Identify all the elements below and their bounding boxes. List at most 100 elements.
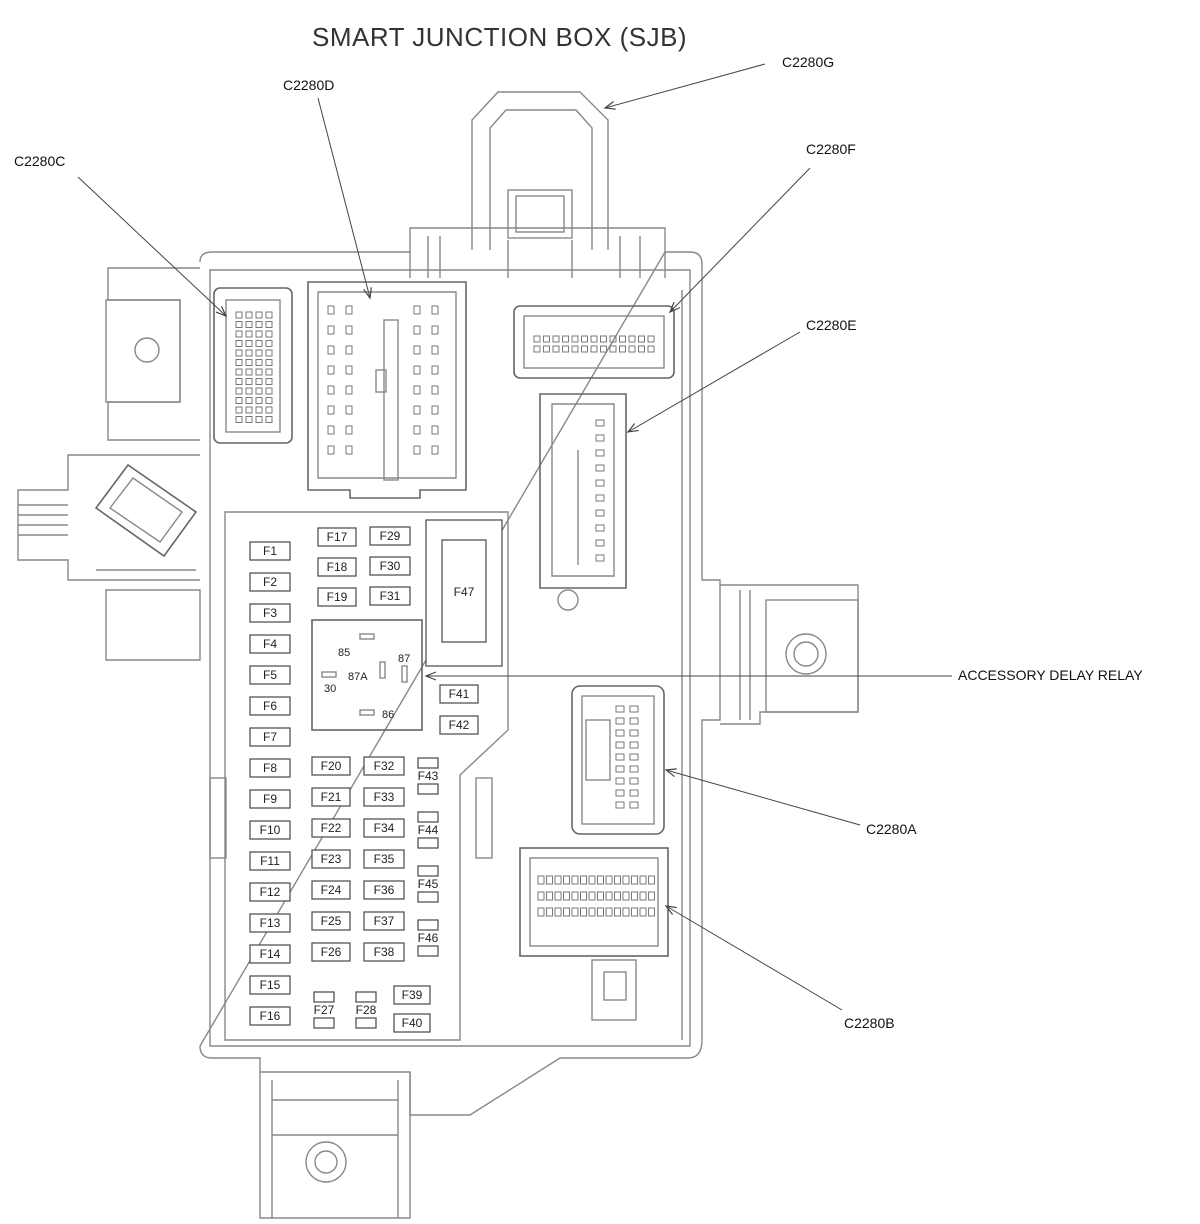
connector-pin [552, 335, 560, 343]
fuse-label: F24 [321, 883, 342, 897]
callout-c2280d: C2280D [283, 77, 335, 93]
fuse-label: F22 [321, 821, 342, 835]
fuse-label: F23 [321, 852, 342, 866]
fuse-label: F42 [449, 718, 470, 732]
fuse-label: F8 [263, 761, 277, 775]
connector-pin [255, 330, 263, 338]
connector-pin [581, 345, 588, 353]
connector-pin [571, 907, 579, 917]
connector-pin [629, 753, 639, 761]
connector-pin [638, 345, 645, 353]
connector-pin [595, 539, 605, 547]
connector-pin [327, 405, 335, 415]
fuse-label: F15 [260, 978, 281, 992]
connector-pin [431, 325, 439, 335]
fuse-f26: F26 [311, 942, 351, 962]
fuse-label: F9 [263, 792, 277, 806]
fuse-f13: F13 [249, 913, 291, 933]
connector-pin [431, 385, 439, 395]
connector-pin [245, 359, 253, 366]
fuse-label: F40 [402, 1016, 423, 1030]
fuse-label: F32 [374, 759, 395, 773]
connector-pin [245, 368, 253, 376]
connector-pin [546, 875, 553, 885]
connector-pin [265, 397, 273, 404]
bottom-mounting-tab [259, 1072, 411, 1219]
fuse-f25: F25 [311, 911, 351, 931]
connector-pin [327, 325, 335, 335]
connector-pin [581, 335, 588, 343]
fuse-f45: F45 [417, 865, 439, 903]
connector-pin [533, 335, 541, 343]
connector-pin [648, 875, 655, 885]
connector-pin [245, 321, 253, 328]
connector-pin [235, 349, 243, 357]
connector-pin [235, 416, 243, 423]
fuse-f20: F20 [311, 756, 351, 776]
fuse-label: F1 [263, 544, 277, 558]
connector-pin [533, 345, 541, 353]
relay-pin-87a: 87A [348, 671, 368, 683]
fuse-f12: F12 [249, 882, 291, 902]
fuse-label: F10 [260, 823, 281, 837]
connector-pin [345, 345, 353, 355]
connector-c2280b [519, 847, 669, 1021]
connector-pin [431, 425, 439, 435]
connector-pin [580, 875, 587, 885]
connector-pin [255, 349, 263, 357]
connector-pin [413, 385, 421, 395]
fuse-f47: F47 [425, 519, 503, 667]
connector-pin [629, 741, 639, 749]
leader-c2280c [77, 176, 228, 318]
leader-c2280a [664, 768, 861, 826]
connector-pin [255, 359, 263, 366]
connector-pin [595, 419, 605, 427]
callout-accessory-delay-relay: ACCESSORY DELAY RELAY [958, 667, 1143, 683]
connector-pin [597, 891, 604, 901]
connector-pin [563, 891, 570, 901]
connector-pin [235, 397, 243, 404]
fuse-label: F26 [321, 945, 342, 959]
connector-pin [631, 891, 638, 901]
connector-pin [562, 335, 569, 343]
relay-pin-30: 30 [324, 683, 336, 695]
fuse-f3: F3 [249, 603, 291, 623]
connector-pin [629, 717, 639, 725]
fuse-f34: F34 [363, 818, 405, 838]
relay-pin-86: 86 [382, 709, 394, 721]
connector-pin [571, 335, 579, 343]
diagram-title: SMART JUNCTION BOX (SJB) [312, 22, 688, 52]
fuse-f1: F1 [249, 541, 291, 561]
connector-pin [588, 891, 596, 901]
fuse-label: F5 [263, 668, 277, 682]
connector-pin [255, 378, 263, 385]
connector-pin [255, 387, 263, 395]
connector-pin [552, 345, 560, 353]
fuse-f11: F11 [249, 851, 291, 871]
connector-pin [245, 311, 253, 319]
fuse-f32: F32 [363, 756, 405, 776]
fuse-f36: F36 [363, 880, 405, 900]
connector-pin [562, 345, 569, 353]
connector-pin [327, 345, 335, 355]
connector-pin [413, 365, 421, 375]
connector-pin [345, 425, 353, 435]
fuse-label: F44 [418, 823, 439, 837]
connector-pin [639, 907, 647, 917]
leader-c2280b [664, 905, 843, 1011]
fuse-f43: F43 [417, 757, 439, 795]
connector-pin [235, 330, 243, 338]
connector-pin [605, 907, 613, 917]
connector-pin [595, 494, 605, 502]
fuse-label: F12 [260, 885, 281, 899]
connector-pin [631, 907, 638, 917]
connector-pin [595, 524, 605, 532]
leader-c2280g [603, 63, 766, 110]
connector-pin [571, 891, 579, 901]
fuse-f24: F24 [311, 880, 351, 900]
connector-pin [413, 325, 421, 335]
left-clip [209, 777, 227, 859]
connector-pin [265, 330, 273, 338]
connector-pin [327, 385, 335, 395]
fuse-label: F18 [327, 560, 348, 574]
